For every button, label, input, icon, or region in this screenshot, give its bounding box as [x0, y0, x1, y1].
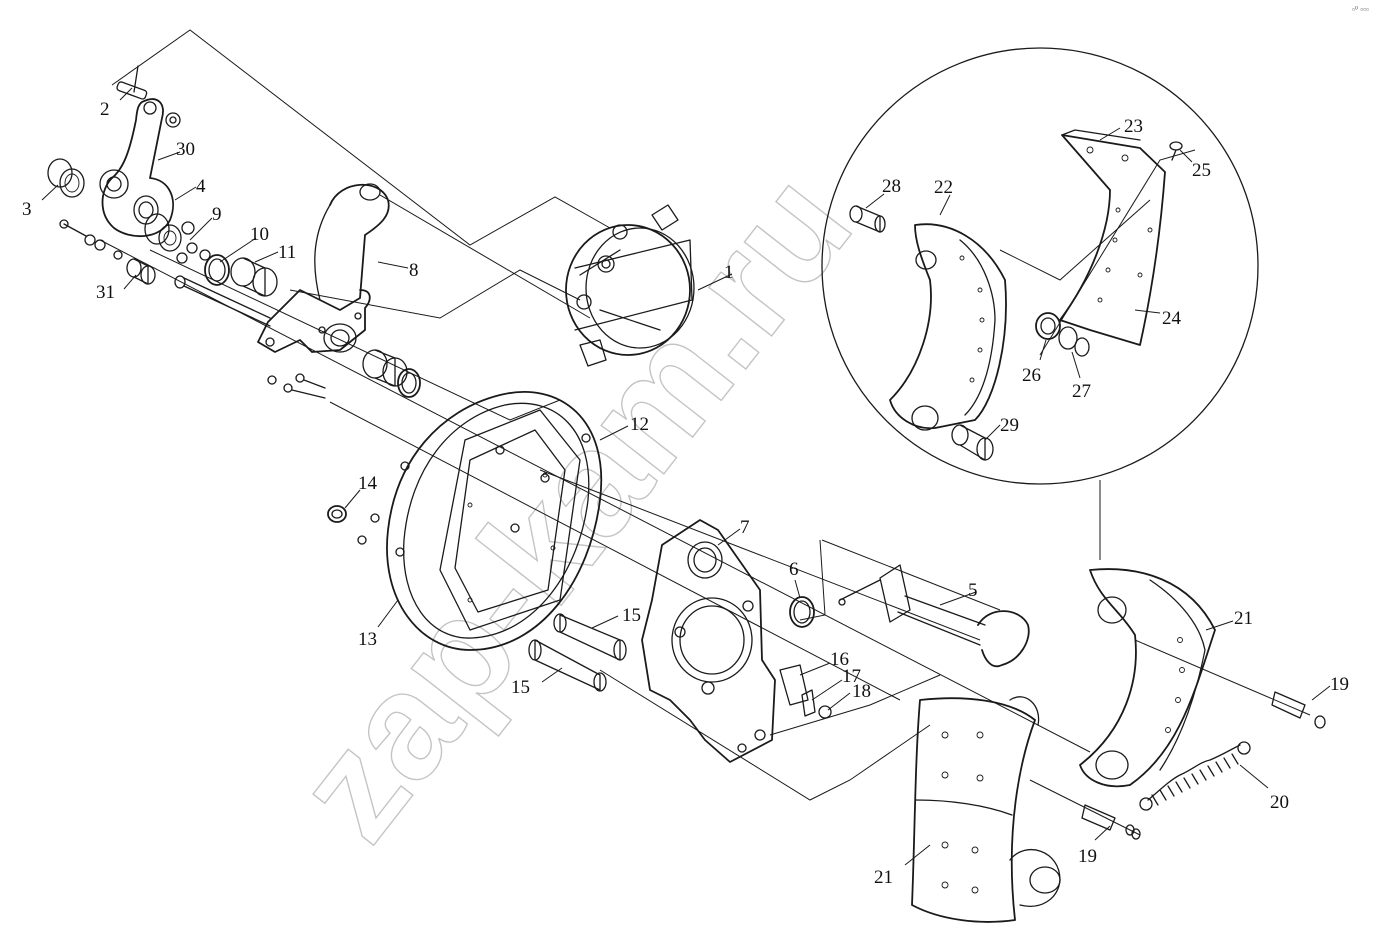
- callout-19-right: 19: [1330, 674, 1349, 695]
- clip-16: [779, 664, 809, 706]
- bolt-18: [818, 705, 832, 719]
- callout-21-upper: 21: [1234, 608, 1253, 629]
- brake-chamber-1: [565, 204, 695, 367]
- callout-11: 11: [278, 242, 296, 263]
- plug-14: [327, 505, 347, 523]
- callout-28: 28: [882, 176, 901, 197]
- detail-shoe-22: [889, 223, 1007, 431]
- callout-25: 25: [1192, 160, 1211, 181]
- callout-18: 18: [852, 681, 871, 702]
- anchor-pin-15a: [553, 613, 627, 661]
- callout-15-lower: 15: [511, 677, 530, 698]
- seal-6: [789, 596, 815, 628]
- callout-3: 3: [22, 199, 32, 220]
- callout-15-upper: 15: [622, 605, 641, 626]
- detail-pin-28: [849, 205, 886, 233]
- callout-22: 22: [934, 177, 953, 198]
- washer-4: [144, 213, 182, 252]
- pin-19-lower: [1081, 804, 1141, 840]
- callout-24: 24: [1162, 308, 1182, 329]
- camshaft-5: [838, 564, 1030, 668]
- callout-7: 7: [740, 517, 750, 538]
- corner-mark: ▫︎⁰ ▫︎▫︎▫︎: [1352, 5, 1369, 14]
- callout-2: 2: [100, 99, 110, 120]
- bolts-left: [59, 219, 211, 264]
- callout-20: 20: [1270, 792, 1289, 813]
- callout-9: 9: [212, 204, 222, 225]
- callout-4: 4: [196, 176, 206, 197]
- callout-16: 16: [830, 649, 849, 670]
- callout-17: 17: [842, 666, 861, 687]
- detail-roller-26: [1035, 312, 1061, 340]
- detail-view-circle: [821, 47, 1259, 485]
- detail-lining-23-24: [1059, 129, 1166, 346]
- bracket-bushing: [362, 349, 421, 398]
- brake-spider-7: [641, 519, 776, 763]
- detail-washer-27: [1058, 326, 1090, 357]
- callout-29: 29: [1000, 415, 1019, 436]
- lock-17: [801, 689, 816, 717]
- callout-19-lower: 19: [1078, 846, 1097, 867]
- pin-19-right: [1271, 691, 1326, 729]
- callout-14: 14: [358, 473, 378, 494]
- callout-26: 26: [1022, 365, 1041, 386]
- callout-1: 1: [724, 262, 734, 283]
- seal-10: [204, 254, 230, 286]
- assembly-lines: [99, 29, 1311, 836]
- callout-6: 6: [789, 559, 799, 580]
- callout-12: 12: [630, 414, 649, 435]
- callout-leaders: [41, 87, 1331, 866]
- callout-30: 30: [176, 139, 195, 160]
- callout-8: 8: [409, 260, 419, 281]
- cam-bracket-8: [257, 183, 390, 353]
- callout-27: 27: [1072, 381, 1091, 402]
- detail-bushing-29: [951, 424, 994, 461]
- brake-shoe-21-upper: [1079, 568, 1216, 788]
- pin-2: [116, 65, 148, 100]
- callout-21-lower: 21: [874, 867, 893, 888]
- bushing-11: [230, 257, 278, 297]
- callout-labels: 1 2 3 4 5 6 7 8 9 10 11 12 13 14 15 15 1…: [22, 99, 1349, 888]
- callout-10: 10: [250, 224, 269, 245]
- shield-bolts: [357, 445, 550, 545]
- return-spring-20: [1139, 741, 1251, 811]
- callout-31: 31: [96, 282, 115, 303]
- detail-rivet-25: [1169, 141, 1183, 161]
- bushing-31: [126, 258, 271, 327]
- dust-shield-12-13: [386, 390, 603, 651]
- snap-ring-3: [47, 158, 85, 198]
- anchor-pin-15b: [528, 639, 607, 692]
- callout-5: 5: [968, 580, 978, 601]
- brake-shoe-21-lower: [911, 696, 1061, 923]
- callout-13: 13: [358, 629, 377, 650]
- slack-adjuster-30: [99, 98, 181, 238]
- bracket-bolts: [267, 373, 326, 399]
- callout-23: 23: [1124, 116, 1143, 137]
